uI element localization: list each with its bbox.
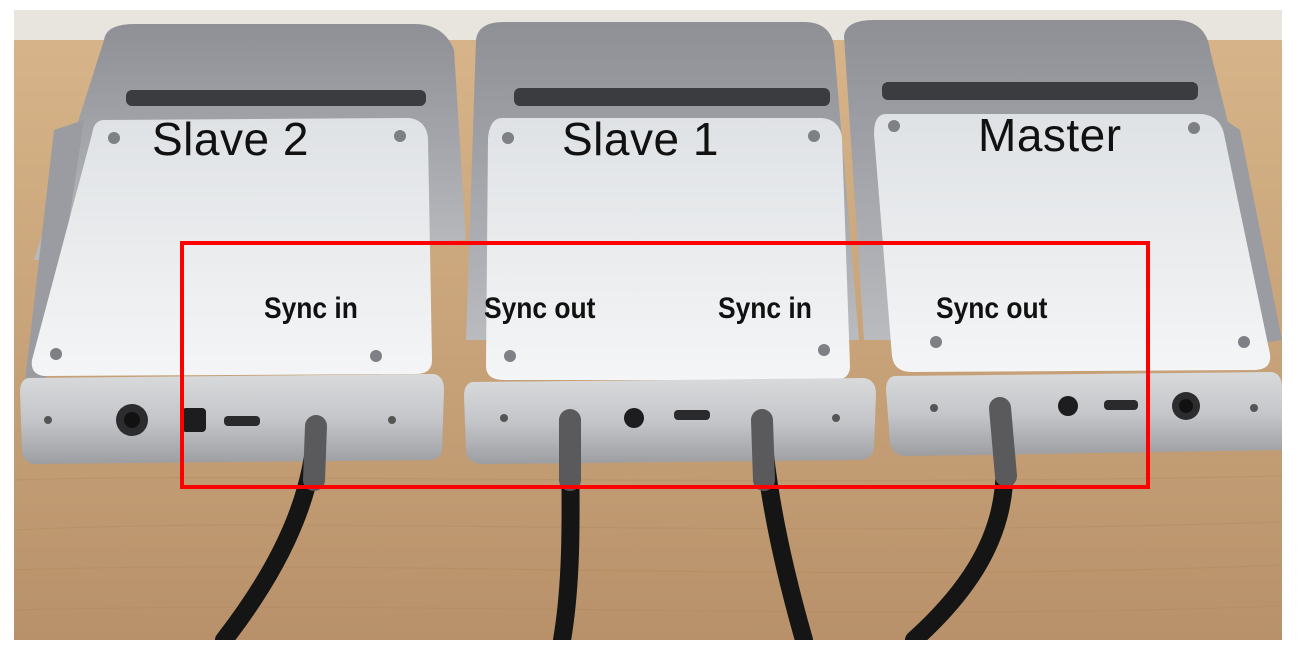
sync-ports-highlight-box <box>180 241 1150 489</box>
vent-slot <box>882 82 1198 100</box>
photo-scene: Slave 2 Slave 1 Master Sync in Sync out … <box>14 10 1282 640</box>
device-label-slave-1: Slave 1 <box>562 113 719 165</box>
vent-slot <box>126 90 426 106</box>
devices-photo <box>14 10 1282 640</box>
device-label-slave-2: Slave 2 <box>152 113 309 165</box>
panel-slave-1 <box>486 118 850 380</box>
port-label-master-sync-out: Sync out <box>936 292 1048 325</box>
port-label-slave-1-sync-in: Sync in <box>718 292 812 325</box>
panel-slave-2 <box>31 118 432 376</box>
vent-slot <box>514 88 830 106</box>
port-label-slave-1-sync-out: Sync out <box>484 292 596 325</box>
device-label-master: Master <box>978 109 1122 161</box>
sync-cables <box>215 397 1017 640</box>
wood-grain <box>14 475 1282 613</box>
device-slave-2 <box>20 24 466 464</box>
side-slave-2 <box>24 120 84 390</box>
port-label-slave-2-sync-in: Sync in <box>264 292 358 325</box>
